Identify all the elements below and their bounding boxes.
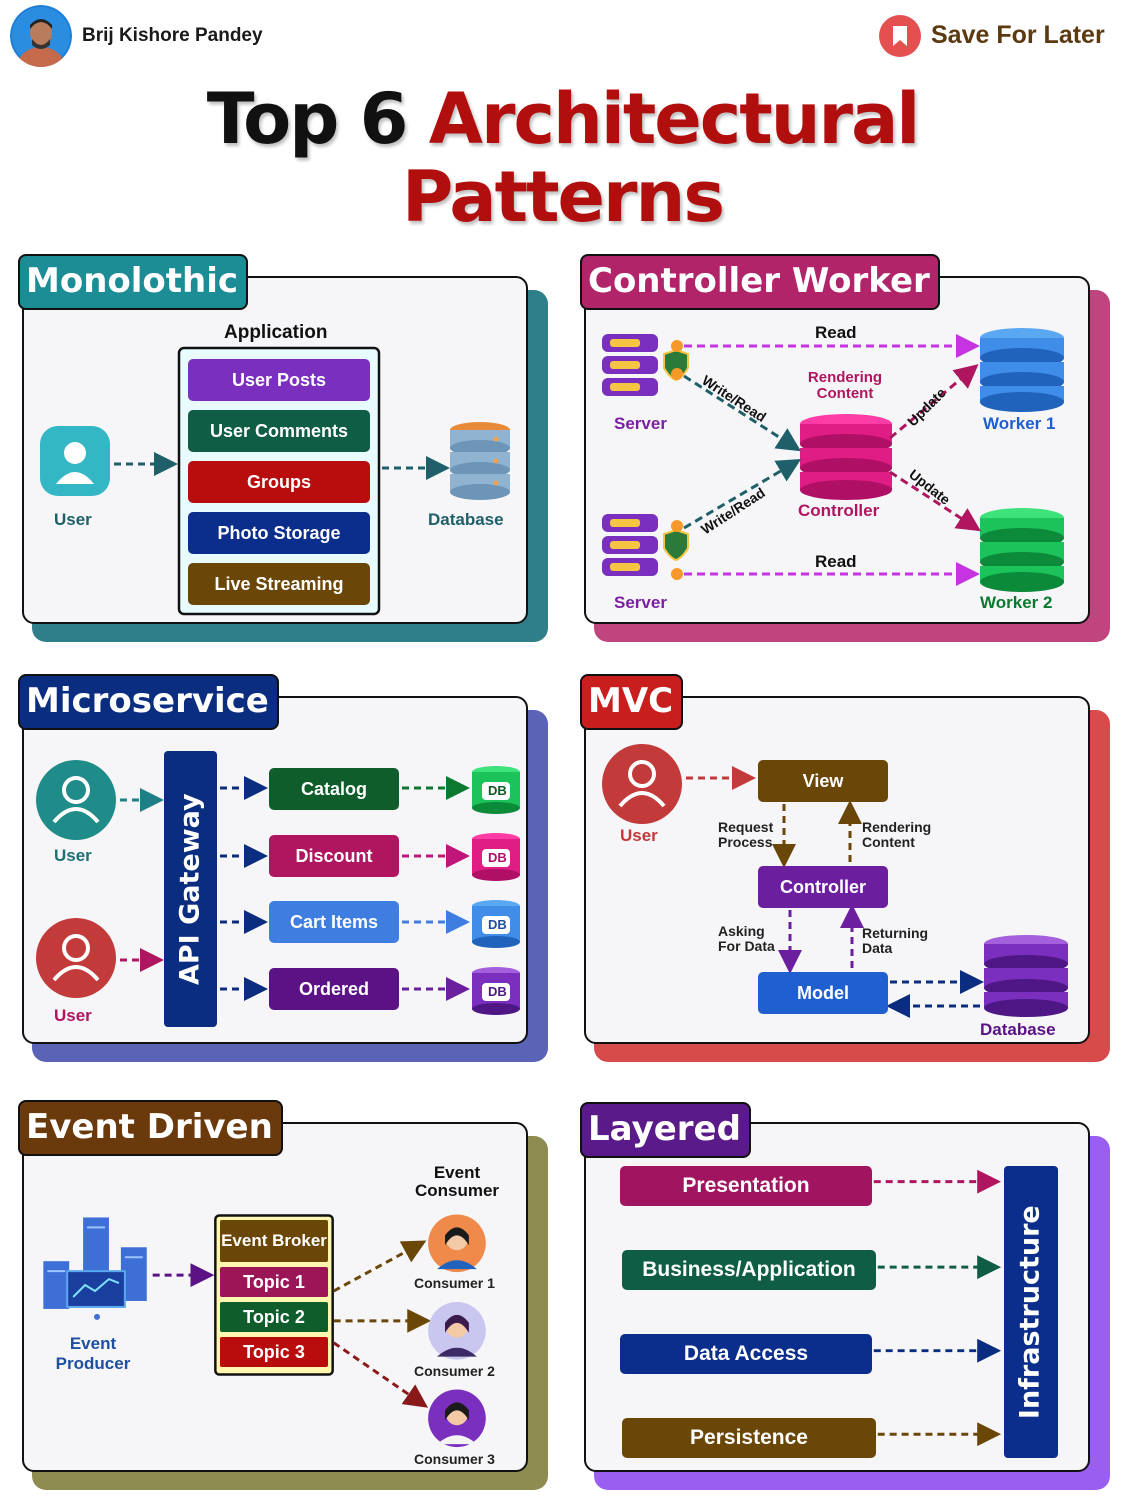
consumer-3-label: Consumer 3 bbox=[414, 1451, 495, 1467]
layered-title: Layered bbox=[580, 1102, 751, 1158]
mvc-card: MVC User View Controlle bbox=[580, 674, 1110, 1062]
microservice-title: Microservice bbox=[18, 674, 279, 730]
consumer-1-avatar bbox=[428, 1214, 486, 1273]
api-gateway: API Gateway bbox=[164, 751, 217, 1027]
bookmark-icon bbox=[879, 15, 921, 57]
database-label: Database bbox=[428, 510, 504, 529]
db-label: DB bbox=[488, 850, 507, 865]
controller-worker-title: Controller Worker bbox=[580, 254, 940, 310]
module-user-posts: User Posts bbox=[188, 359, 370, 401]
monolithic-card: Monolothic User Application bbox=[18, 254, 548, 642]
server-icon bbox=[602, 334, 689, 396]
save-for-later-button[interactable]: Save For Later bbox=[878, 14, 1113, 58]
worker-1-label: Worker 1 bbox=[983, 414, 1056, 433]
user-1-label: User bbox=[54, 846, 92, 865]
page-title-line2: Patterns bbox=[401, 156, 725, 238]
consumer-2-avatar bbox=[428, 1301, 486, 1360]
save-for-later-label: Save For Later bbox=[931, 21, 1105, 49]
event-consumer-header: Event Consumer bbox=[414, 1163, 500, 1200]
read-2-label: Read bbox=[815, 552, 857, 571]
module-live-streaming: Live Streaming bbox=[188, 563, 370, 605]
user-icon bbox=[602, 744, 682, 824]
layer-data-access: Data Access bbox=[620, 1334, 872, 1374]
read-1-label: Read bbox=[815, 323, 857, 342]
layered-card: Layered Presentation Business/Applicatio… bbox=[580, 1102, 1110, 1490]
user-2-label: User bbox=[54, 1006, 92, 1025]
db-label: DB bbox=[488, 984, 507, 999]
worker-2-label: Worker 2 bbox=[980, 593, 1053, 612]
layer-presentation: Presentation bbox=[620, 1166, 872, 1206]
author-name[interactable]: Brij Kishore Pandey bbox=[82, 25, 263, 46]
infrastructure-label: Infrastructure bbox=[1014, 1205, 1046, 1419]
infrastructure: Infrastructure bbox=[1004, 1166, 1058, 1458]
db-label: DB bbox=[488, 917, 507, 932]
microservice-card: Microservice bbox=[18, 674, 548, 1062]
consumer-1-label: Consumer 1 bbox=[414, 1275, 495, 1291]
worker-1-database-icon bbox=[980, 328, 1064, 412]
view-box: View bbox=[758, 760, 888, 802]
worker-2-database-icon bbox=[980, 508, 1064, 592]
service-discount: Discount bbox=[269, 835, 399, 877]
title-black: Top 6 bbox=[206, 78, 409, 160]
consumer-2-label: Consumer 2 bbox=[414, 1363, 495, 1379]
service-cart-items: Cart Items bbox=[269, 901, 399, 943]
user-icon bbox=[36, 760, 116, 840]
user-label: User bbox=[620, 826, 658, 845]
server-icon bbox=[602, 514, 689, 580]
topic-2: Topic 2 bbox=[220, 1302, 328, 1332]
title-red: Architectural bbox=[428, 78, 920, 160]
controller-database-icon bbox=[800, 414, 892, 500]
db-icon bbox=[472, 833, 520, 881]
controller-label: Controller bbox=[798, 501, 880, 520]
db-icon bbox=[472, 900, 520, 948]
event-broker: Event Broker bbox=[220, 1220, 328, 1262]
rendering-content-label: Rendering Content bbox=[807, 369, 883, 402]
db-label: DB bbox=[488, 783, 507, 798]
returning-data-label: Returning Data bbox=[862, 925, 929, 956]
user-label: User bbox=[54, 510, 92, 529]
database-label: Database bbox=[980, 1020, 1056, 1039]
database-icon bbox=[984, 935, 1068, 1017]
api-gateway-label: API Gateway bbox=[174, 793, 206, 985]
model-box: Model bbox=[758, 972, 888, 1014]
module-photo-storage: Photo Storage bbox=[188, 512, 370, 554]
user-icon bbox=[36, 918, 116, 998]
module-groups: Groups bbox=[188, 461, 370, 503]
layer-business-application: Business/Application bbox=[622, 1250, 876, 1290]
event-driven-title: Event Driven bbox=[18, 1100, 283, 1156]
event-producer-icon bbox=[43, 1217, 147, 1320]
service-ordered: Ordered bbox=[269, 968, 399, 1010]
database-icon bbox=[450, 422, 510, 500]
topic-1: Topic 1 bbox=[220, 1267, 328, 1297]
topic-3: Topic 3 bbox=[220, 1337, 328, 1367]
module-user-comments: User Comments bbox=[188, 410, 370, 452]
db-icon bbox=[472, 967, 520, 1015]
event-driven-card: Event Driven bbox=[18, 1100, 548, 1490]
user-icon bbox=[40, 426, 110, 496]
application-label: Application bbox=[224, 322, 328, 343]
server-1-label: Server bbox=[614, 414, 667, 433]
mvc-title: MVC bbox=[580, 674, 684, 730]
event-producer-label: Event Producer bbox=[55, 1334, 131, 1373]
author-avatar bbox=[10, 5, 72, 67]
controller-worker-card: Controller Worker bbox=[580, 254, 1110, 642]
asking-for-data-label: Asking For Data bbox=[718, 923, 775, 954]
rendering-content-label: Rendering Content bbox=[862, 819, 932, 850]
controller-box: Controller bbox=[758, 866, 888, 908]
layer-persistence: Persistence bbox=[622, 1418, 876, 1458]
page-title: Top 6 Architectural bbox=[0, 84, 1125, 154]
request-process-label: Request Process bbox=[718, 819, 774, 850]
service-catalog: Catalog bbox=[269, 768, 399, 810]
consumer-3-avatar bbox=[428, 1389, 486, 1448]
server-2-label: Server bbox=[614, 593, 667, 612]
monolithic-title: Monolothic bbox=[18, 254, 249, 310]
db-icon bbox=[472, 766, 520, 814]
